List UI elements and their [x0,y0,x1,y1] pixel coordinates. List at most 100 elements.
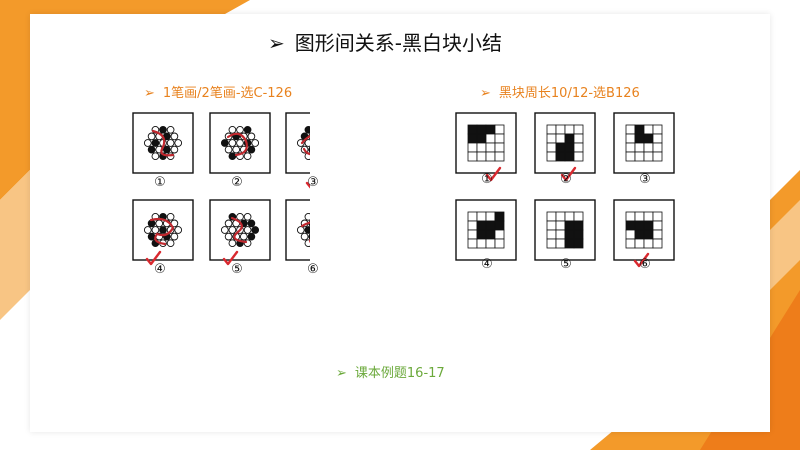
white-dot [236,125,244,134]
right-option-label-3: ③ [639,172,651,187]
white-cell [555,229,566,240]
red-trace-line [151,129,175,157]
white-cell [625,142,636,153]
white-dot [151,226,160,234]
white-cell [652,151,663,162]
white-cell [546,124,557,135]
black-cell [467,133,478,144]
black-dot [247,145,256,154]
white-dot [170,132,179,141]
stroke-option-3 [285,112,310,174]
white-cell [573,124,584,135]
black-cell [573,220,584,231]
left-heading-text: 1笔画/2笔画-选C-126 [162,86,293,101]
white-cell [485,151,496,162]
white-cell [546,211,557,222]
slide-title: ➢图形间关系-黑白块小结 [268,27,502,56]
left-section-heading: ➢ 1笔画/2笔画-选C-126 [144,82,292,101]
black-cell [634,133,645,144]
black-dot [159,125,167,134]
right-section-heading: ➢黑块周长10/12-选B126 [480,82,640,101]
white-cell [467,211,478,222]
white-cell [467,151,478,162]
white-cell [476,142,487,153]
checkmark-icon [633,252,650,268]
white-dot [143,226,152,234]
black-cell [634,229,645,240]
white-dot [151,152,160,161]
stroke-puzzle-figure [132,112,310,266]
grid-option-6 [613,199,675,261]
red-trace-line [300,134,310,156]
black-dot [159,226,167,234]
black-cell [485,124,496,135]
white-dot [147,132,156,141]
white-cell [643,211,654,222]
red-trace-line [149,217,175,246]
white-cell [476,238,487,249]
white-cell [494,142,505,153]
black-cell [625,220,636,231]
white-dot [236,139,244,147]
black-dot [147,145,156,154]
black-cell [494,220,505,231]
white-dot [228,226,237,234]
white-cell [643,124,654,135]
black-dot [243,125,252,134]
white-dot [166,125,175,134]
white-dot [228,125,237,134]
white-cell [494,133,505,144]
black-dot [228,152,237,161]
grid-option-3 [613,112,675,174]
white-cell [555,220,566,231]
black-dot [251,226,260,234]
white-cell [634,211,645,222]
black-cell [643,220,654,231]
white-cell [494,124,505,135]
left-bullet-icon: ➢ [144,86,155,101]
white-dot [228,139,237,147]
white-cell [625,151,636,162]
black-dot [247,219,256,228]
black-cell [564,151,575,162]
right-option-label-1: ① [481,172,493,187]
black-cell [467,124,478,135]
white-cell [625,133,636,144]
white-cell [555,238,566,249]
black-cell [555,151,566,162]
black-dot [220,139,229,147]
stroke-option-2 [209,112,271,174]
left-option-label-2: ② [231,175,243,190]
white-cell [494,229,505,240]
black-dot [147,219,156,228]
white-cell [476,151,487,162]
white-cell [573,151,584,162]
white-dot [236,212,244,221]
left-option-label-6: ⑥ [307,262,319,277]
white-cell [467,142,478,153]
white-cell [546,220,557,231]
right-heading-text: 黑块周长10/12-选B126 [498,86,640,101]
checkmark-icon [222,250,239,266]
white-cell [485,238,496,249]
white-dot [304,139,310,147]
black-cell [485,220,496,231]
white-cell [564,124,575,135]
right-option-label-5: ⑤ [560,257,572,272]
white-cell [652,220,663,231]
stroke-option-4 [132,199,194,261]
left-option-label-4: ④ [154,262,166,277]
checkmark-icon [305,181,310,189]
perimeter-puzzle-figure [455,112,675,268]
white-cell [564,211,575,222]
white-cell [634,142,645,153]
stroke-option-6 [285,199,310,261]
white-cell [555,133,566,144]
black-dot [308,233,310,240]
black-dot [304,125,310,134]
white-dot [304,239,310,248]
white-cell [467,229,478,240]
white-cell [555,124,566,135]
bottom-right-light-shape [770,200,800,290]
red-trace-line [226,132,248,157]
